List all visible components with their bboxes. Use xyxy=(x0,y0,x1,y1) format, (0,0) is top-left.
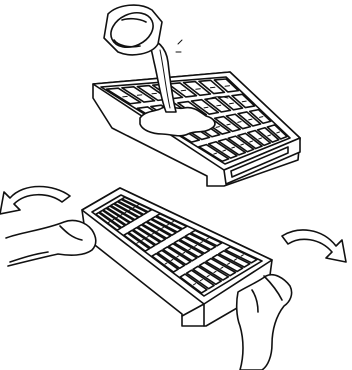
right-hand xyxy=(237,275,292,370)
drip-lines xyxy=(176,40,182,52)
panel-fill-tray xyxy=(93,5,300,186)
compartment-shade xyxy=(242,101,246,102)
compartment-shade xyxy=(108,222,109,223)
twist-arrow-right-icon xyxy=(282,230,346,262)
compartment-shade xyxy=(204,107,208,108)
compartment-shade xyxy=(125,212,126,213)
compartment-shade xyxy=(137,205,138,206)
panel-twist-tray xyxy=(0,187,346,370)
compartment-shade xyxy=(230,103,234,104)
twist-arrow-left-icon xyxy=(0,187,70,215)
compartment-shade xyxy=(113,219,114,220)
compartment-shade xyxy=(117,217,118,218)
pitcher xyxy=(104,5,182,55)
left-hand xyxy=(6,220,96,266)
compartment-shade xyxy=(121,214,122,215)
compartment-shade xyxy=(217,105,221,106)
compartment-shade xyxy=(133,207,134,208)
compartment-shade xyxy=(129,210,130,211)
